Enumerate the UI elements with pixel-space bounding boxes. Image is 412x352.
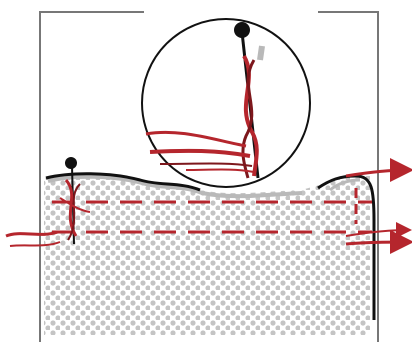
magnified-view — [142, 19, 310, 187]
pin-icon — [234, 22, 250, 38]
pin-icon — [65, 157, 77, 169]
arrow-right-icon — [346, 242, 408, 244]
